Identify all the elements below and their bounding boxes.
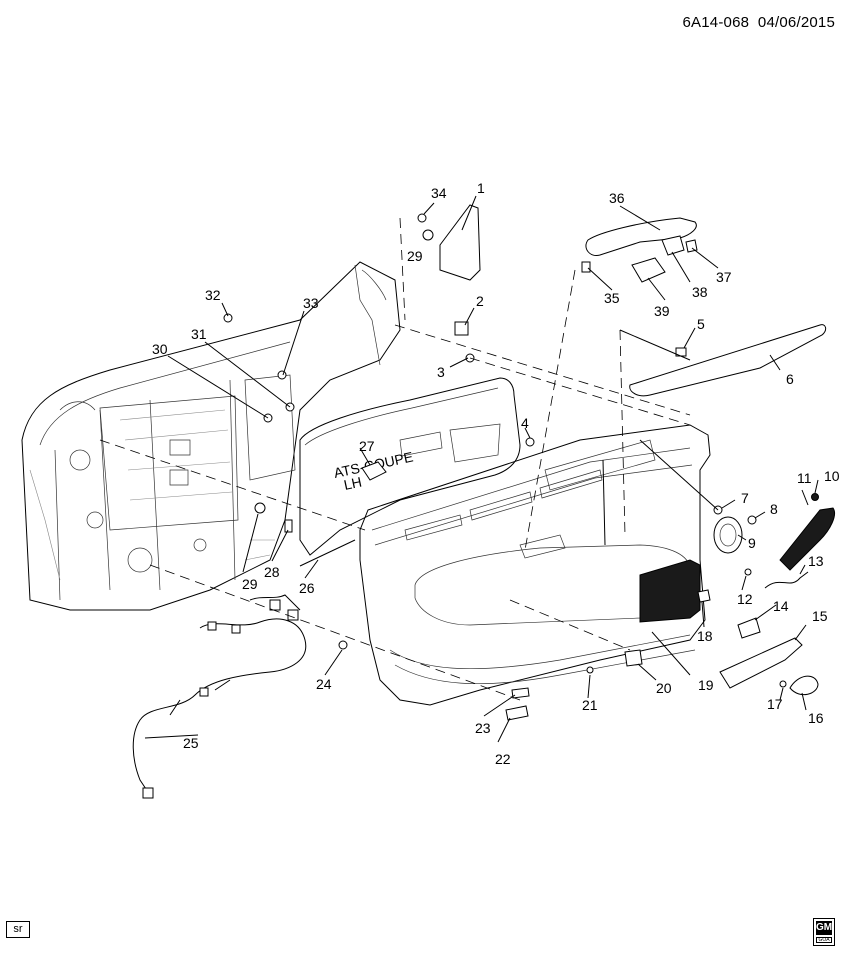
callout-25: 25 (183, 735, 199, 751)
switch-part-38 (661, 235, 685, 256)
callout-3: 3 (437, 364, 445, 380)
left-side-parts (132, 313, 387, 799)
speaker-part-9 (713, 516, 743, 554)
upper-right-parts (417, 204, 827, 447)
callout-6: 6 (786, 371, 794, 387)
screw-part-21 (586, 666, 594, 674)
bumper-part-20 (624, 649, 643, 667)
clip-part-35 (581, 261, 591, 273)
gm-logo-text: GM (816, 921, 833, 935)
callout-17: 17 (767, 696, 783, 712)
callout-31: 31 (191, 326, 207, 342)
pull-handle-part-36 (585, 217, 697, 257)
screw-part-34 (417, 213, 427, 223)
callout-9: 9 (748, 535, 756, 551)
diagram-header: 6A14-068 04/06/2015 (683, 14, 835, 31)
callout-7: 7 (741, 490, 749, 506)
callout-33: 33 (303, 295, 319, 311)
clip-part-27 (361, 461, 387, 481)
speaker-grille-part-11 (779, 507, 835, 571)
switch-part-14 (737, 617, 761, 639)
callout-labels: 1234567891011121314151617181920212223242… (152, 180, 840, 767)
diagram-code: 6A14-068 (682, 14, 750, 31)
callout-32: 32 (205, 287, 221, 303)
retainer-part-28 (284, 519, 293, 533)
callout-14: 14 (773, 598, 789, 614)
assembly-lines (99, 217, 719, 701)
callout-28: 28 (264, 564, 280, 580)
screw-part-12 (744, 568, 752, 576)
wiring-harness-part-25 (132, 618, 307, 796)
clip-part-10 (811, 493, 819, 501)
callout-12: 12 (737, 591, 753, 607)
callout-20: 20 (656, 680, 672, 696)
clip-part-32 (223, 313, 233, 323)
callout-15: 15 (812, 608, 828, 624)
door-trim-panel (359, 424, 711, 706)
clip-part-5 (675, 347, 687, 357)
callout-29: 29 (407, 248, 423, 264)
harness-part-13 (764, 571, 809, 589)
callout-19: 19 (698, 677, 714, 693)
callout-5: 5 (697, 316, 705, 332)
callout-4: 4 (521, 415, 529, 431)
callout-13: 13 (808, 553, 824, 569)
screw-part-29-bottom (254, 502, 266, 514)
leader-lines (144, 195, 819, 743)
plug-part-18 (697, 589, 711, 603)
callout-30: 30 (152, 341, 168, 357)
gm-logo: GM GOA (813, 918, 835, 946)
callout-16: 16 (808, 710, 824, 726)
callout-8: 8 (770, 501, 778, 517)
screw-part-17 (779, 680, 787, 688)
clip-part-2 (454, 321, 469, 336)
upper-trim-part-6 (629, 324, 827, 397)
clip-part-23 (511, 687, 530, 699)
screw-part-29-top (422, 229, 434, 241)
callout-23: 23 (475, 720, 491, 736)
clip-part-37 (685, 239, 698, 253)
screw-part-8 (747, 515, 757, 525)
grommet-part-24 (338, 640, 348, 650)
switch-part-39 (631, 257, 666, 283)
callout-39: 39 (654, 303, 670, 319)
clip-part-22 (505, 705, 529, 721)
callout-10: 10 (824, 468, 840, 484)
callout-27: 27 (359, 438, 375, 454)
callout-37: 37 (716, 269, 732, 285)
diagram-date: 04/06/2015 (757, 14, 835, 31)
gm-logo-sub: GOA (816, 937, 832, 943)
mirror-trim-part (439, 204, 481, 281)
callout-18: 18 (697, 628, 713, 644)
door-frame (21, 261, 401, 611)
callout-38: 38 (692, 284, 708, 300)
sr-tag: sr (6, 921, 30, 938)
retainer-part-4 (525, 437, 535, 447)
callout-24: 24 (316, 676, 332, 692)
callout-26: 26 (299, 580, 315, 596)
callout-2: 2 (476, 293, 484, 309)
right-side-parts (505, 493, 835, 721)
callout-11: 11 (797, 470, 812, 486)
callout-1: 1 (477, 180, 485, 196)
callout-35: 35 (604, 290, 620, 306)
rod-part-26 (299, 539, 356, 567)
cap-part-16 (789, 675, 819, 696)
callout-34: 34 (431, 185, 447, 201)
callout-21: 21 (582, 697, 598, 713)
bezel-part-15 (719, 637, 803, 689)
callout-29: 29 (242, 576, 258, 592)
deflector-side-label: LH (342, 474, 363, 493)
clip-part-33 (277, 370, 287, 380)
callout-36: 36 (609, 190, 625, 206)
callout-22: 22 (495, 751, 511, 767)
